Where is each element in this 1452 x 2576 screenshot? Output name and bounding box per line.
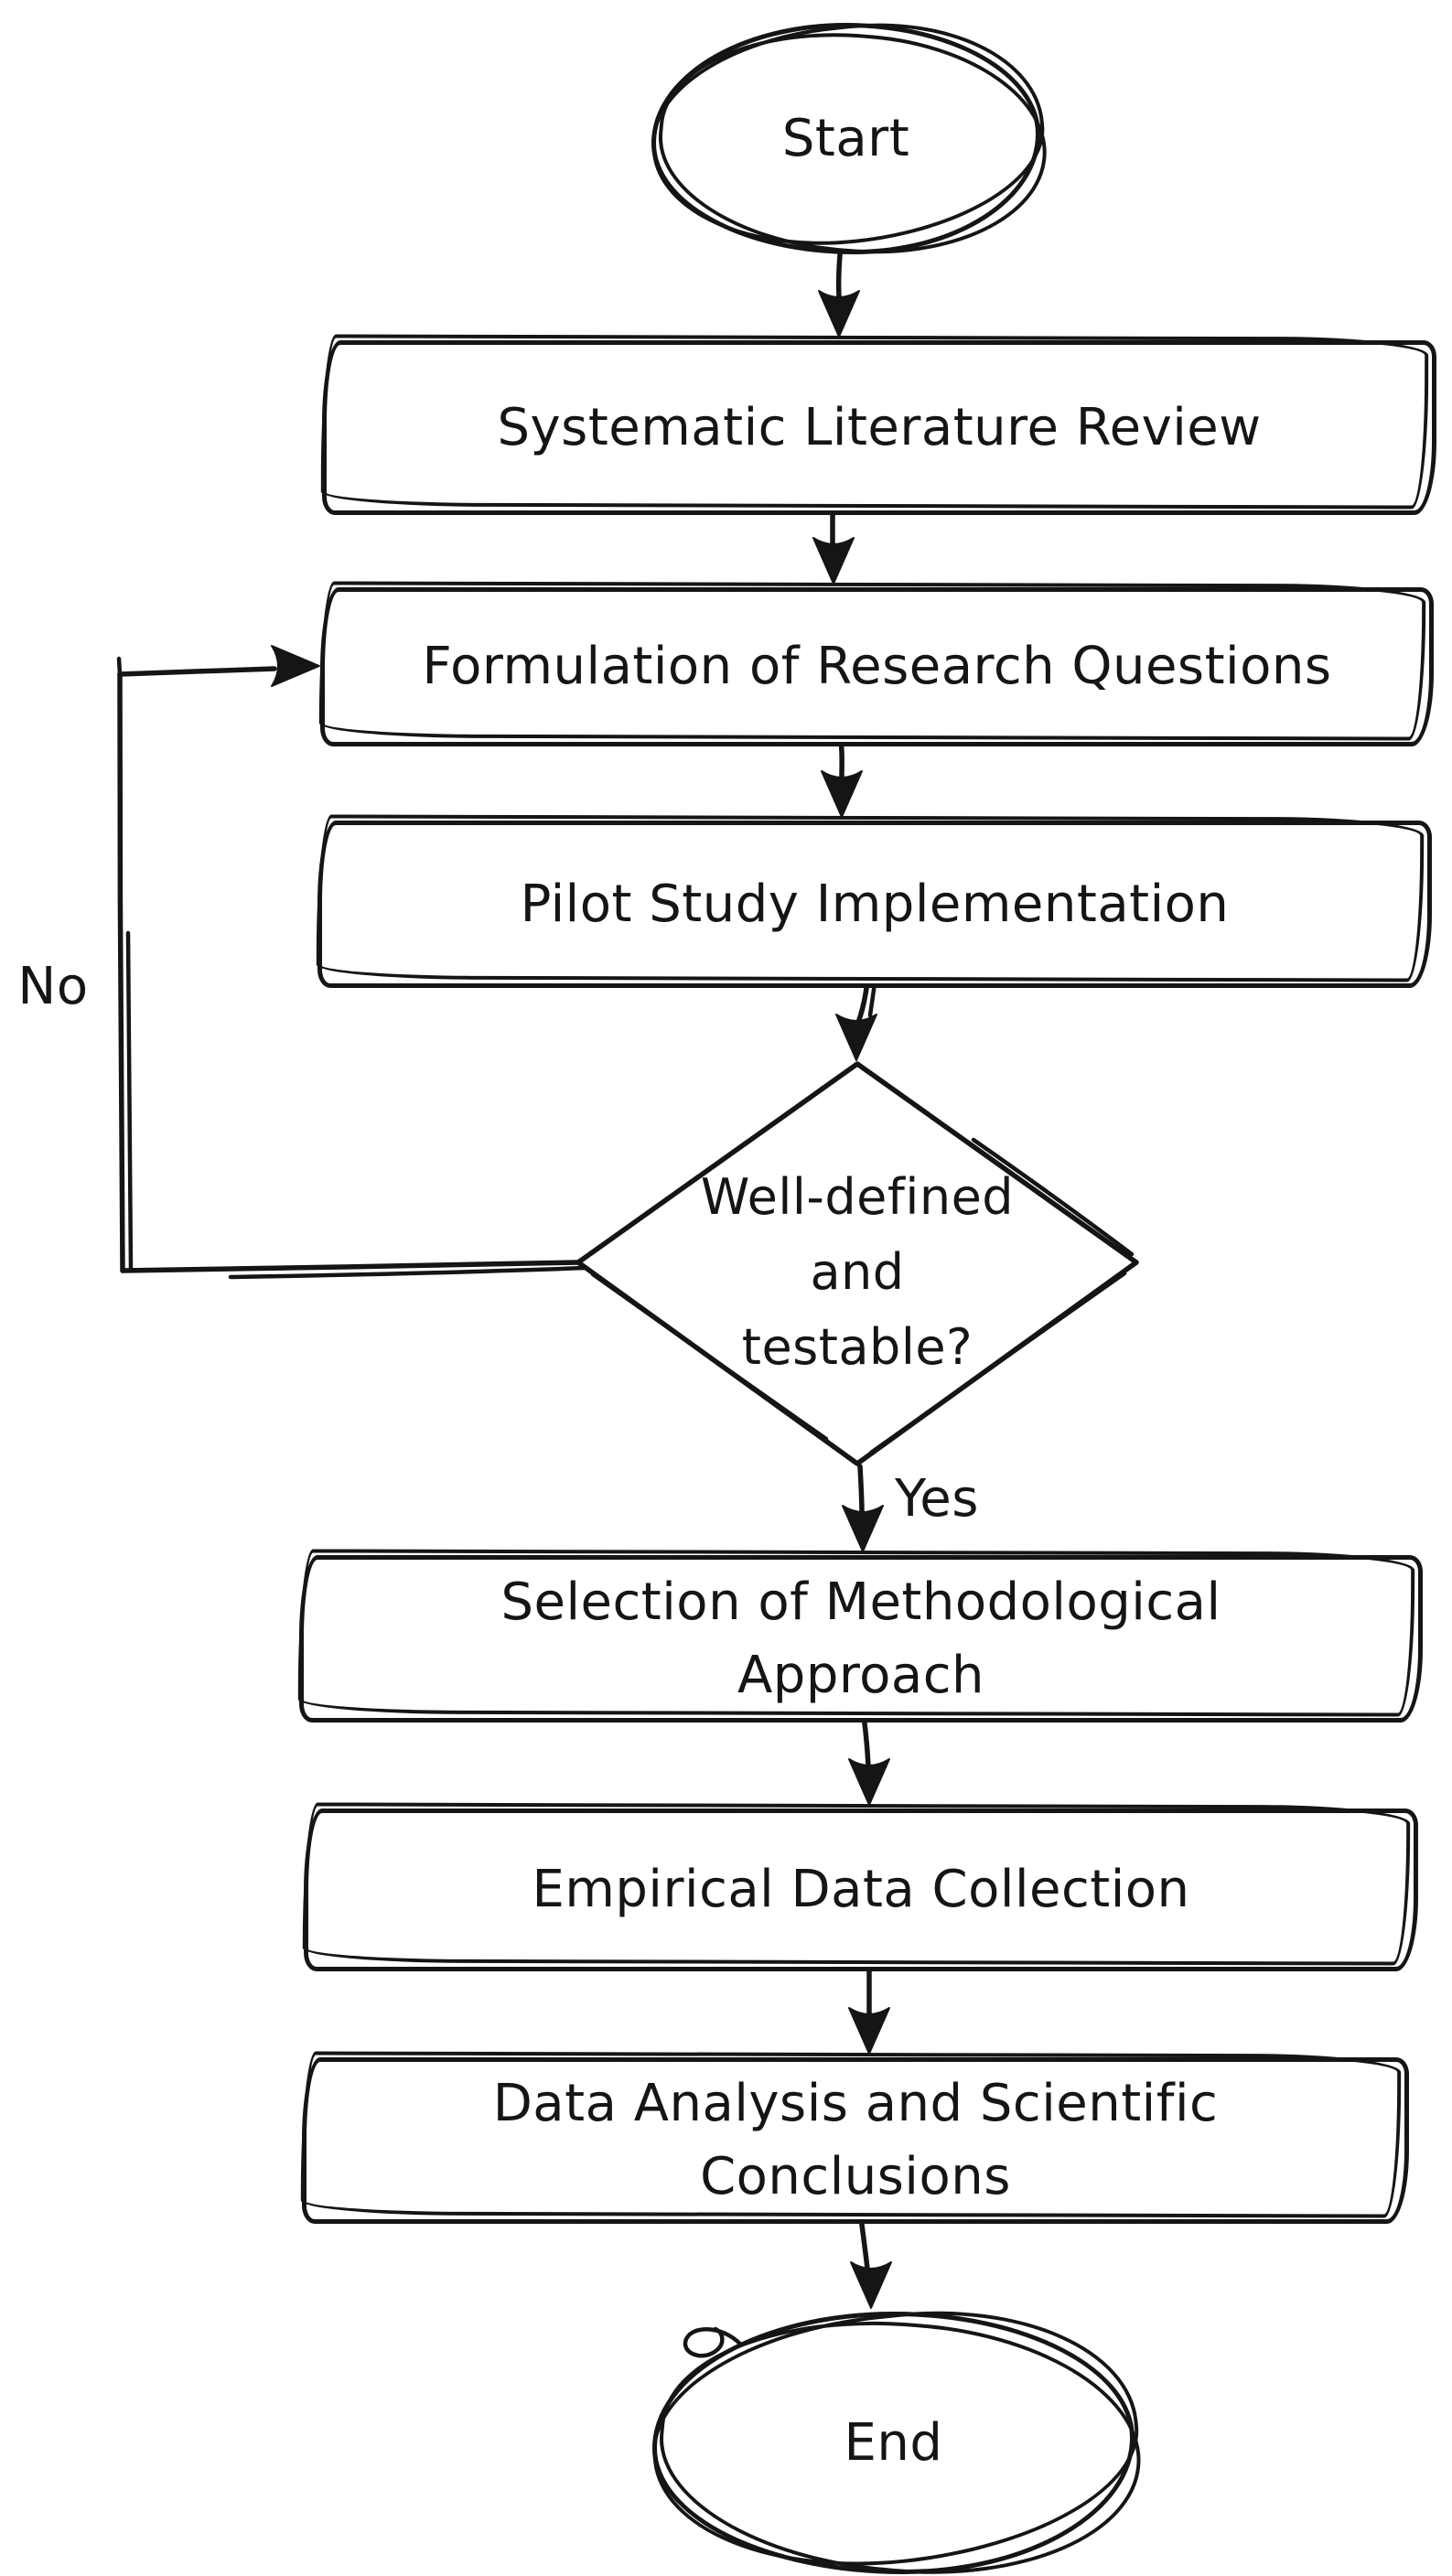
node-formulation-of-research-questions: Formulation of Research Questions (320, 587, 1434, 746)
arrow-literature-review-to-questions (812, 506, 855, 585)
arrow-start-to-literature-review (818, 242, 860, 338)
node-start: Start (651, 23, 1040, 254)
data-analysis-and-scientific-conclusions-label: Data Analysis and Scientific Conclusions (492, 2074, 1219, 2206)
no-loop-connector (116, 645, 588, 1280)
arrow-data-collection-to-analysis (848, 1962, 890, 2055)
decision-line-3: testable? (741, 1318, 973, 1376)
pilot-study-implementation-label: Pilot Study Implementation (520, 874, 1230, 934)
arrow-analysis-to-end (850, 2215, 892, 2309)
arrow-decision-yes-to-selection (842, 1464, 884, 1552)
start-label: Start (781, 108, 910, 168)
node-selection-of-methodological-approach: Selection of Methodological Approach (299, 1555, 1423, 1723)
selection-of-methodological-approach-label: Selection of Methodological Approach (500, 1572, 1221, 1705)
end-label: End (844, 2412, 943, 2473)
decision-diamond-shape (575, 1061, 1139, 1466)
edge-label-yes: Yes (895, 1469, 979, 1529)
formulation-of-research-questions-label: Formulation of Research Questions (422, 637, 1332, 697)
decision-line-2: and (810, 1243, 905, 1301)
decision-well-defined-testable: Well-defined and testable? (615, 1160, 1100, 1385)
node-end: End (652, 2312, 1135, 2574)
node-data-analysis-and-scientific-conclusions: Data Analysis and Scientific Conclusions (302, 2057, 1409, 2224)
node-empirical-data-collection: Empirical Data Collection (304, 1809, 1418, 1971)
empirical-data-collection-label: Empirical Data Collection (532, 1860, 1190, 1920)
edge-label-no: No (17, 957, 89, 1016)
arrow-questions-to-pilot-study (821, 737, 863, 818)
systematic-literature-review-label: Systematic Literature Review (497, 397, 1262, 457)
arrow-pilot-study-to-decision (835, 979, 877, 1061)
decision-line-1: Well-defined (700, 1168, 1015, 1226)
arrow-selection-to-data-collection (848, 1713, 890, 1806)
node-pilot-study-implementation: Pilot Study Implementation (317, 821, 1432, 988)
node-systematic-literature-review: Systematic Literature Review (322, 340, 1436, 515)
